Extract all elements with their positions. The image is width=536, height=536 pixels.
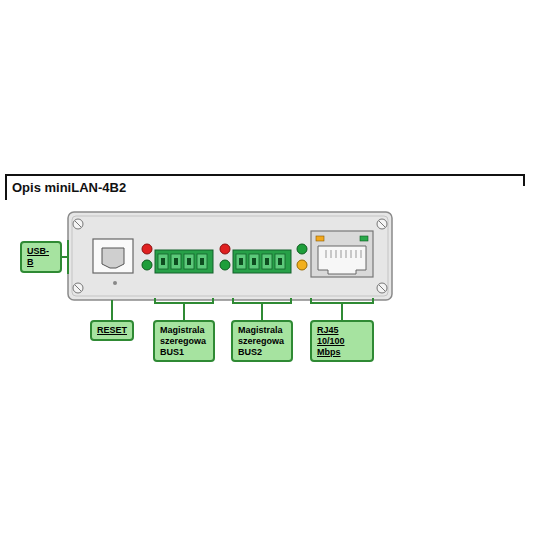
callout-label: RJ45 10/100 Mbps xyxy=(317,325,367,357)
callout-box: USB-B xyxy=(20,241,62,273)
callout-label: Magistrala szeregowa BUS1 xyxy=(160,325,208,357)
callout-box: RESET xyxy=(90,320,134,341)
callout-label: RESET xyxy=(97,325,127,336)
callout-label: Magistrala szeregowa BUS2 xyxy=(238,325,286,357)
callout-box: Magistrala szeregowa BUS1 xyxy=(153,320,215,362)
callout-box: RJ45 10/100 Mbps xyxy=(310,320,374,362)
callout-box: Magistrala szeregowa BUS2 xyxy=(231,320,293,362)
callout-label: USB-B xyxy=(27,246,55,268)
diagram-title: Opis miniLAN-4B2 xyxy=(12,180,126,195)
